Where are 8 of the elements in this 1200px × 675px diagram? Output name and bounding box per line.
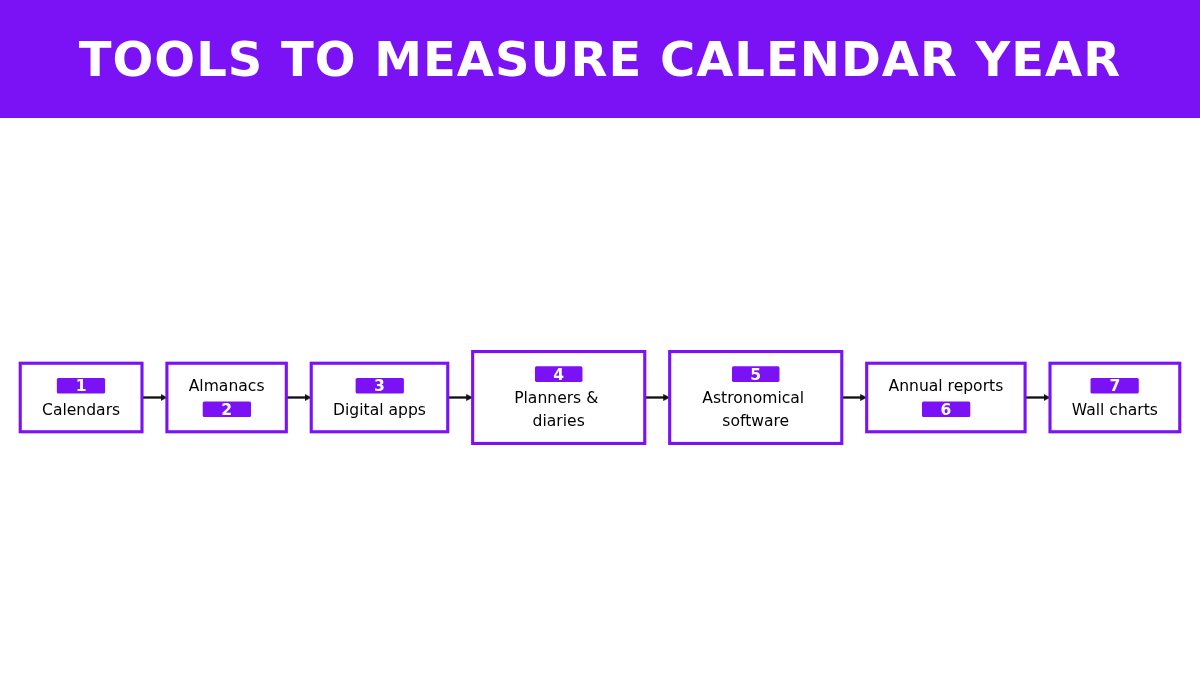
node-box: 5 Astronomical software [668, 350, 844, 445]
node-box: Almanacs 2 [165, 361, 288, 434]
node-box: 4 Planners & diaries [471, 350, 647, 445]
node-box: 3 Digital apps [309, 361, 450, 434]
node-box: 7 Wall charts [1048, 361, 1182, 434]
node-box: Annual reports 6 [865, 361, 1027, 434]
title: TOOLS TO MEASURE CALENDAR YEAR [78, 31, 1122, 87]
node-box: 1 Calendars [18, 361, 144, 434]
